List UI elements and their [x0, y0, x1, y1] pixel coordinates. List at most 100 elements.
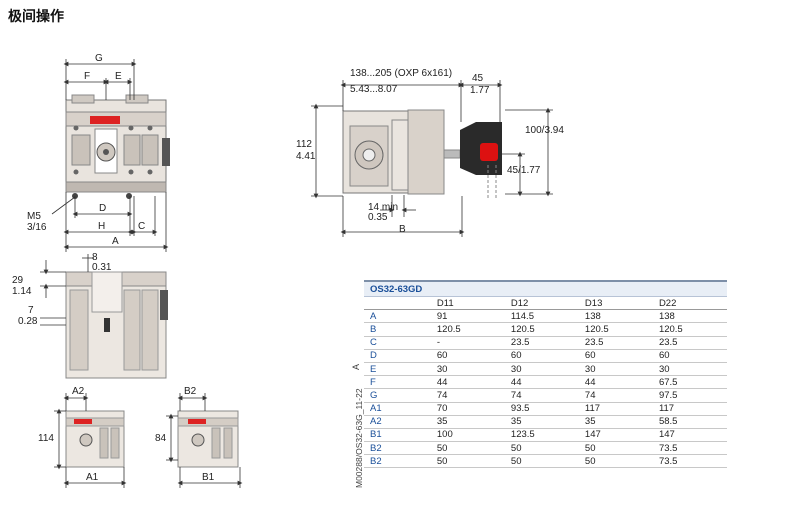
table-cell: 117 [578, 402, 653, 416]
table-cell: 50 [504, 454, 579, 469]
row-label: G [364, 388, 431, 403]
dim-label-handle: 45 [472, 73, 484, 84]
table-cell: 50 [578, 441, 653, 456]
front-view-switch [65, 94, 170, 199]
dim-label-m5-inch: 3/16 [27, 222, 47, 233]
table-title: OS32-63GD [364, 280, 727, 297]
row-label: B2 [364, 454, 431, 469]
dim-label-handle-offset: 45/1.77 [507, 165, 541, 176]
table-cell: 50 [504, 441, 579, 456]
row-label: F [364, 375, 431, 390]
dim-label-a: A [112, 236, 119, 247]
table-cell: 91 [430, 309, 505, 324]
row-label: A2 [364, 415, 431, 429]
table-cell: 114.5 [504, 309, 579, 324]
row-label: A1 [364, 402, 431, 416]
dim-label-d: D [99, 203, 107, 214]
table-cell: 120.5 [652, 322, 727, 337]
row-label: E [364, 362, 431, 377]
table-cell: 100 [430, 428, 505, 443]
table-cell: 138 [652, 309, 727, 324]
table-cell: 120.5 [430, 322, 505, 337]
dim-label-min: 14 min [368, 202, 399, 213]
dim-label-114: 114 [38, 433, 54, 444]
dim-label-e: E [115, 71, 122, 82]
table-side-unit: A [351, 363, 361, 370]
table-cell: 73.5 [652, 441, 727, 456]
page-title: 极间操作 [8, 8, 64, 24]
dim-label-h: H [98, 221, 106, 232]
table-cell: 30 [578, 362, 653, 377]
table-col-header: D12 [504, 296, 579, 311]
dim-label-8-inch: 0.31 [92, 262, 112, 273]
dim-label-f: F [84, 71, 91, 82]
dim-label-g: G [95, 53, 103, 64]
dim-label-handle-height: 100/3.94 [525, 125, 564, 136]
dim-label-length: 138...205 (OXP 6x161) [350, 68, 453, 79]
dim-label-b2: B2 [184, 386, 197, 397]
dim-label-m5: M5 [27, 211, 41, 222]
table-side-code: M00288/OS32-63G_11-22 [354, 388, 364, 488]
row-label: B2 [364, 441, 431, 456]
table-cell: 138 [578, 309, 653, 324]
table-cell: 74 [578, 388, 653, 403]
table-cell: 23.5 [578, 336, 653, 350]
row-label: C [364, 336, 431, 350]
table-cell: 147 [578, 428, 653, 443]
table-cell: 120.5 [578, 322, 653, 337]
table-cell: 44 [430, 375, 505, 390]
rear-view-switch [65, 271, 168, 379]
dim-label-7: 7 [28, 305, 34, 316]
dim-label-29-inch: 1.14 [12, 286, 32, 297]
table-cell: 93.5 [504, 402, 579, 416]
dim-label-29: 29 [12, 275, 24, 286]
table-cell: - [430, 336, 505, 350]
table-cell: 35 [504, 415, 579, 429]
side-view-switch [342, 109, 502, 198]
dim-label-a1: A1 [86, 472, 99, 483]
table-cell: 23.5 [652, 336, 727, 350]
table-cell: 117 [652, 402, 727, 416]
dim-label-84: 84 [155, 433, 167, 444]
dim-label-b1: B1 [202, 472, 215, 483]
table-cell: 97.5 [652, 388, 727, 403]
row-label: B [364, 322, 431, 337]
dim-label-8: 8 [92, 252, 98, 263]
table-col-header: D13 [578, 296, 653, 311]
table-corner [364, 296, 431, 311]
table-cell: 23.5 [504, 336, 579, 350]
table-cell: 74 [430, 388, 505, 403]
dim-label-a2: A2 [72, 386, 85, 397]
table-cell: 73.5 [652, 454, 727, 469]
table-cell: 30 [652, 362, 727, 377]
dim-label-c: C [138, 221, 146, 232]
dim-label-height-inch: 4.41 [296, 151, 316, 162]
table-cell: 74 [504, 388, 579, 403]
table-col-header: D22 [652, 296, 727, 311]
table-cell: 67.5 [652, 375, 727, 390]
table-cell: 50 [430, 454, 505, 469]
dim-label-min-inch: 0.35 [368, 212, 388, 223]
dim-label-handle-inch: 1.77 [470, 85, 490, 96]
table-cell: 44 [578, 375, 653, 390]
table-cell: 30 [430, 362, 505, 377]
table-cell: 60 [578, 349, 653, 363]
table-cell: 50 [430, 441, 505, 456]
dim-label-b: B [399, 224, 406, 235]
table-cell: 147 [652, 428, 727, 443]
table-cell: 60 [652, 349, 727, 363]
table-cell: 58.5 [652, 415, 727, 429]
table-cell: 50 [578, 454, 653, 469]
